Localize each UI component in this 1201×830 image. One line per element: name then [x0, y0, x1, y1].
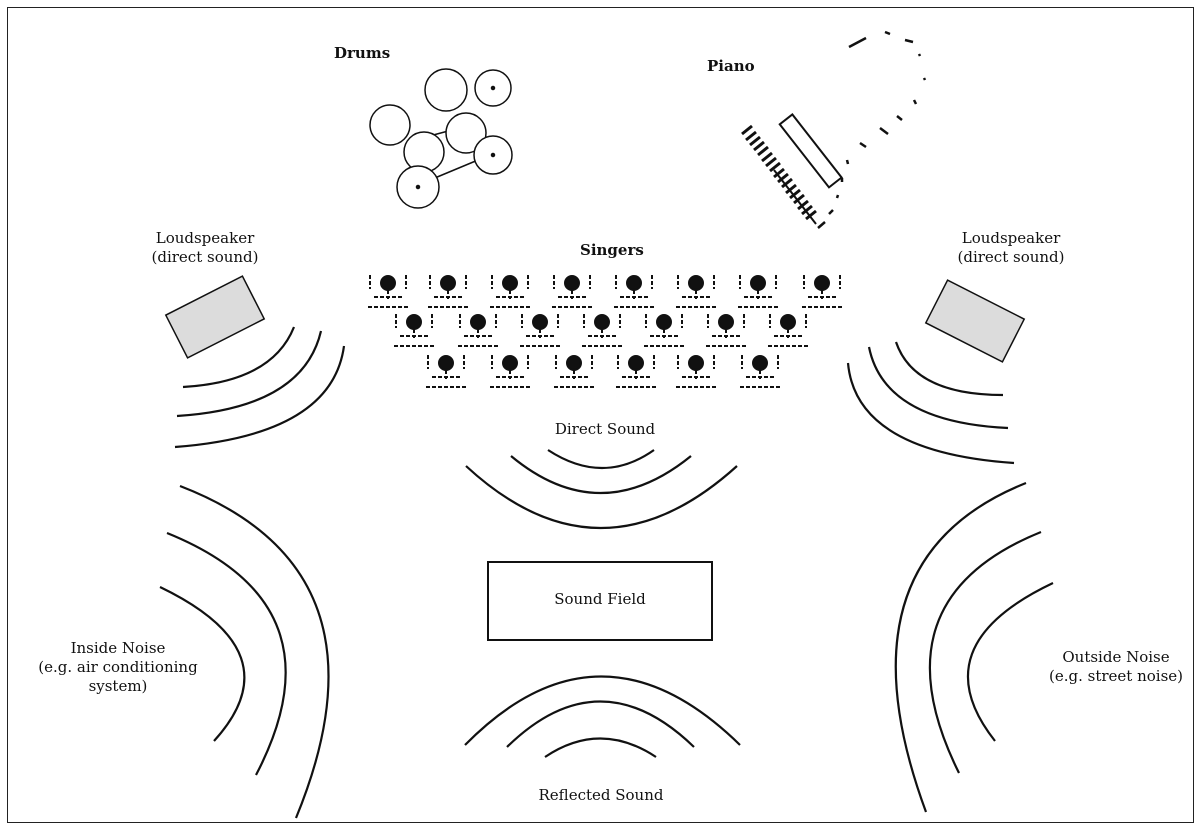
- outside-noise-label: Outside Noise (e.g. street noise): [1036, 648, 1196, 686]
- inside-noise-example-cont: system): [88, 677, 148, 695]
- direct-sound-waves: [465, 449, 738, 529]
- singer-figure: [706, 314, 746, 347]
- outside-noise-waves: [894, 481, 1054, 813]
- singer-figure: [458, 314, 498, 347]
- singer-figure: [644, 314, 684, 347]
- singers-group: [368, 275, 842, 388]
- reflected-sound-waves: [464, 675, 741, 758]
- loudspeaker-left: [164, 275, 266, 359]
- loudspeaker-left-label: Loudspeaker (direct sound): [130, 229, 280, 267]
- loudspeaker-left-title: Loudspeaker: [155, 229, 255, 247]
- singer-figure: [394, 314, 434, 347]
- singer-figure: [368, 275, 408, 308]
- singer-figure: [740, 355, 780, 388]
- sound-field-label: Sound Field: [554, 590, 646, 608]
- singer-figure: [490, 275, 530, 308]
- diagram-frame: [7, 7, 1194, 823]
- grand-piano: [741, 30, 927, 229]
- singer-figure: [490, 355, 530, 388]
- loudspeaker-left-subtitle: (direct sound): [151, 248, 259, 266]
- sound-field-box: [487, 561, 713, 641]
- drum-kit: [369, 68, 513, 209]
- singer-figure: [802, 275, 842, 308]
- loudspeaker-right-label: Loudspeaker (direct sound): [936, 229, 1086, 267]
- inside-noise-label: Inside Noise (e.g. air conditioning syst…: [23, 639, 213, 696]
- loudspeaker-right-title: Loudspeaker: [961, 229, 1061, 247]
- singer-figure: [616, 355, 656, 388]
- inside-noise-waves: [159, 484, 330, 819]
- inside-noise-title: Inside Noise: [70, 639, 166, 657]
- singer-figure: [582, 314, 622, 347]
- outside-noise-example: (e.g. street noise): [1049, 667, 1183, 685]
- left-speaker-waves: [174, 326, 346, 449]
- singer-figure: [738, 275, 778, 308]
- piano-label: Piano: [707, 57, 755, 75]
- singers-label: Singers: [580, 241, 644, 259]
- singer-figure: [428, 275, 468, 308]
- reflected-sound-label: Reflected Sound: [538, 786, 664, 804]
- direct-sound-label: Direct Sound: [554, 420, 656, 438]
- singer-figure: [552, 275, 592, 308]
- singer-figure: [676, 355, 716, 388]
- singer-figure: [768, 314, 808, 347]
- right-speaker-waves: [846, 341, 1015, 465]
- singer-figure: [554, 355, 594, 388]
- singer-figure: [614, 275, 654, 308]
- singer-figure: [676, 275, 716, 308]
- loudspeaker-right-subtitle: (direct sound): [957, 248, 1065, 266]
- singer-figure: [520, 314, 560, 347]
- singer-figure: [426, 355, 466, 388]
- loudspeaker-right: [924, 279, 1026, 363]
- drums-label: Drums: [334, 44, 391, 62]
- inside-noise-example: (e.g. air conditioning: [38, 658, 198, 676]
- outside-noise-title: Outside Noise: [1062, 648, 1170, 666]
